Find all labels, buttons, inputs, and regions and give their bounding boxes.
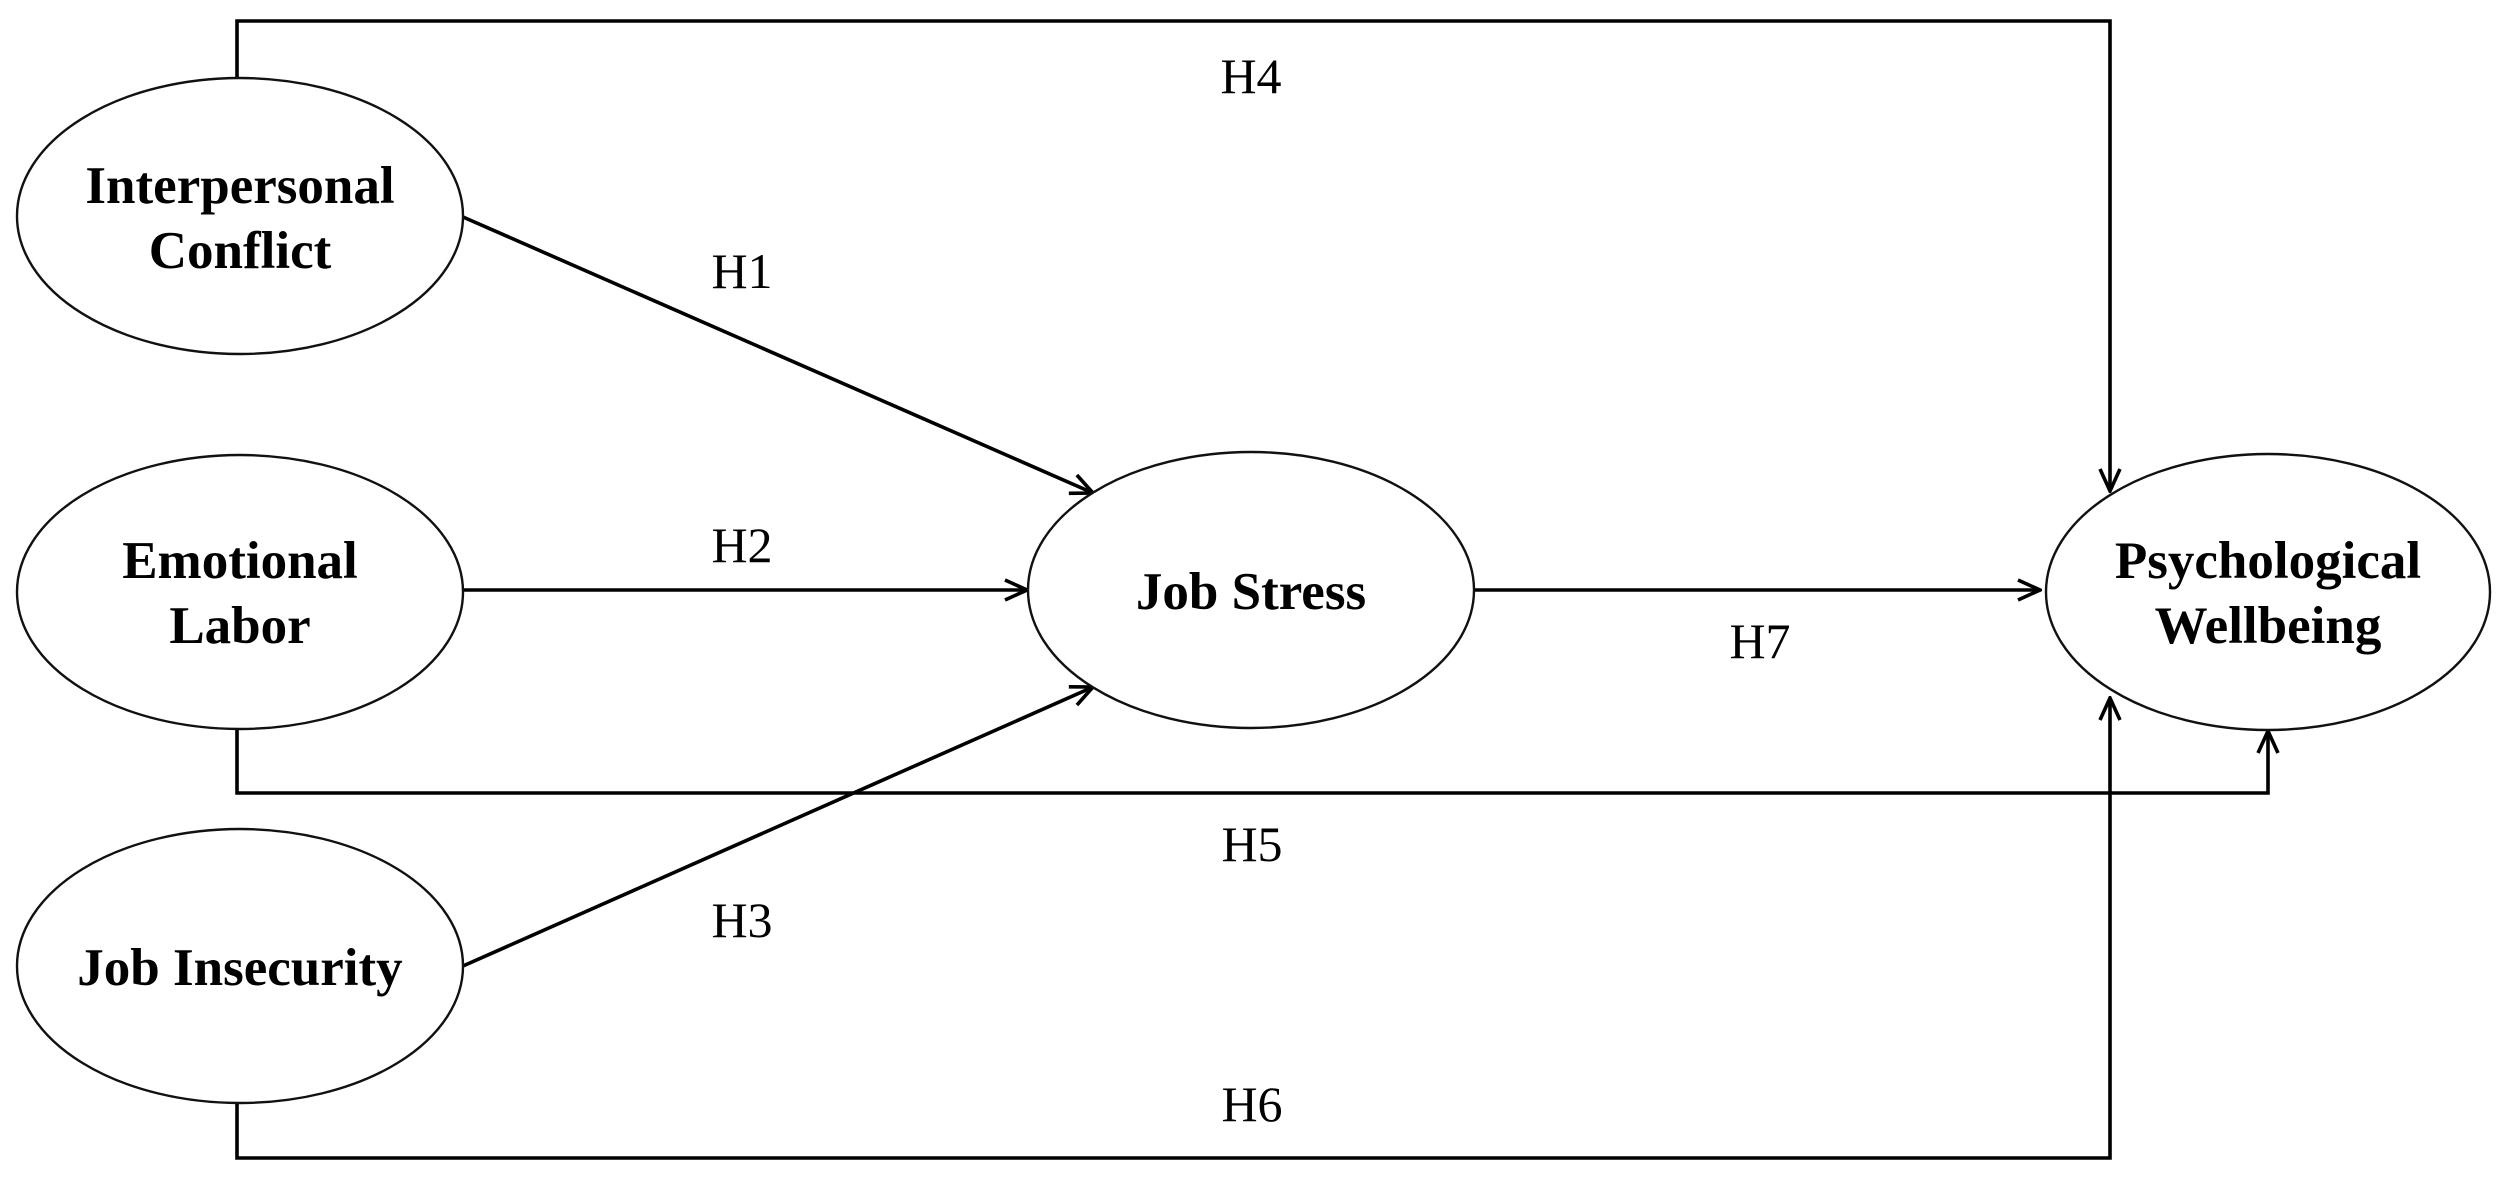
node-label: Wellbeing (2155, 597, 2382, 655)
edge-label-h4: H4 (1220, 48, 1281, 104)
node-shape (15, 76, 465, 356)
node-shape (2044, 452, 2492, 732)
edges (235, 19, 2268, 1160)
node-shape (1026, 450, 1476, 730)
path-h5 (235, 728, 2268, 795)
node-shape (15, 827, 465, 1105)
node-label: Conflict (149, 222, 332, 280)
edge-label-h3: H3 (711, 892, 772, 948)
edge-label-h2: H2 (711, 517, 772, 573)
node-label: Job Insecurity (77, 939, 402, 997)
edge-label-h1: H1 (711, 243, 772, 299)
node-job-stress: Job Stress (1026, 450, 1476, 730)
path-h4 (235, 19, 2110, 491)
node-shape (15, 453, 465, 731)
node-label: Emotional (122, 532, 358, 590)
node-label: Job Stress (1136, 563, 1366, 621)
path-h6 (235, 698, 2110, 1160)
path-h3 (462, 687, 1093, 968)
node-label: Interpersonal (85, 157, 394, 215)
node-label: Labor (169, 597, 310, 655)
node-job-insecurity: Job Insecurity (15, 827, 465, 1105)
path-h1 (462, 215, 1093, 493)
node-emotional-labor: Emotional Labor (15, 453, 465, 731)
node-psychological-wellbeing: Psychological Wellbeing (2044, 452, 2492, 732)
edge-label-h5: H5 (1221, 816, 1282, 872)
edge-labels: H1 H2 H3 H4 H5 H6 H7 (711, 48, 1790, 1132)
node-interpersonal-conflict: Interpersonal Conflict (15, 76, 465, 356)
edge-label-h7: H7 (1729, 613, 1790, 669)
node-label: Psychological (2115, 532, 2421, 590)
edge-label-h6: H6 (1221, 1076, 1282, 1132)
